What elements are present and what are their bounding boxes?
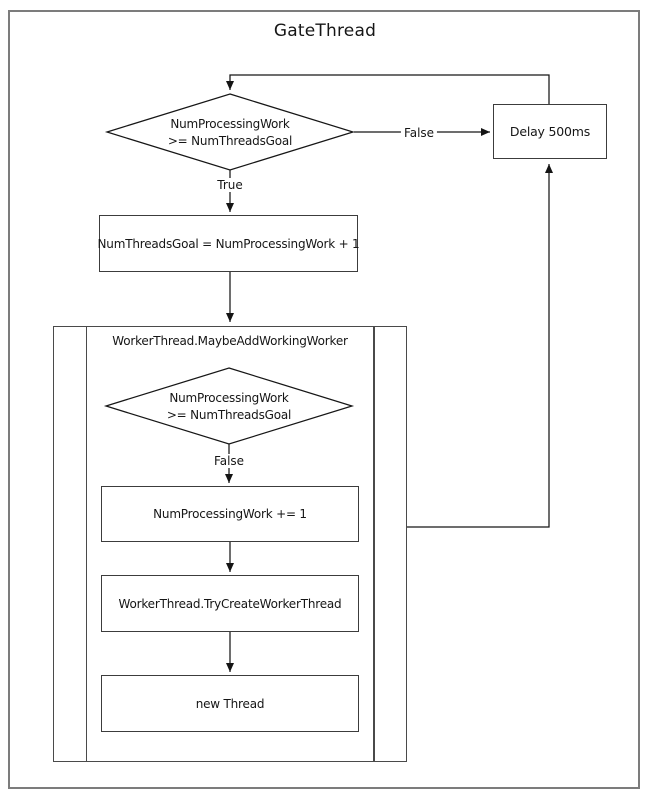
outer-true-edge-label: True [214,178,246,192]
set-goal-box-label: NumThreadsGoal = NumProcessingWork + 1 [97,236,360,251]
inner-decision-line1: NumProcessingWork [169,391,289,405]
outer-frame [8,10,640,789]
outer-decision-line2: >= NumThreadsGoal [167,134,293,148]
subprocess-left-bar [85,327,87,761]
outer-false-edge-label: False [400,126,438,140]
subprocess-title: WorkerThread.MaybeAddWorkingWorker [112,334,348,348]
inner-decision-line2: >= NumThreadsGoal [166,408,292,422]
new-thread-box-label: new Thread [195,696,265,711]
try-create-box: WorkerThread.TryCreateWorkerThread [101,575,359,632]
delay-box-label: Delay 500ms [509,124,591,139]
subprocess-right-bar [373,327,375,761]
set-goal-box: NumThreadsGoal = NumProcessingWork + 1 [97,215,360,272]
subprocess-frame: WorkerThread.MaybeAddWorkingWorker [53,326,407,762]
new-thread-box: new Thread [101,675,359,732]
increment-box: NumProcessingWork += 1 [101,486,359,542]
inner-decision-label: NumProcessingWork >= NumThreadsGoal [106,390,352,424]
diagram-title: GateThread [273,21,377,41]
increment-box-label: NumProcessingWork += 1 [153,507,307,521]
outer-decision-label: NumProcessingWork >= NumThreadsGoal [107,116,353,150]
inner-false-edge-label: False [210,454,248,468]
delay-box: Delay 500ms [493,104,607,159]
outer-decision-line1: NumProcessingWork [170,117,290,131]
try-create-box-label: WorkerThread.TryCreateWorkerThread [118,596,342,611]
